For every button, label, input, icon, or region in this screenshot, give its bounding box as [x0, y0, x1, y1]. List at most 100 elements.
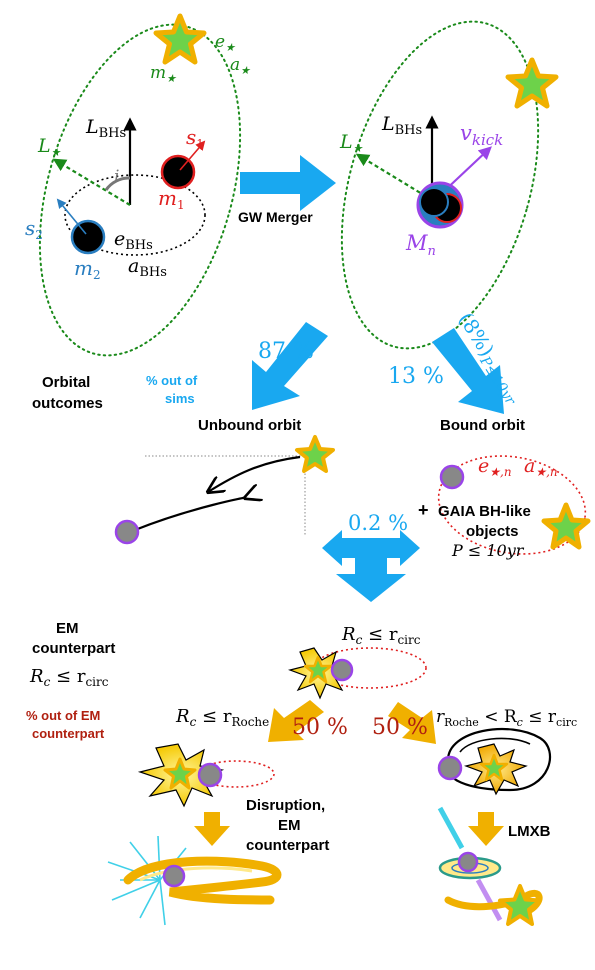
tde-stream	[123, 856, 282, 905]
unbound-orbit-scene	[114, 435, 335, 545]
lmxb-swirl	[445, 727, 552, 792]
label-disruption-2: EM	[278, 817, 301, 834]
label-pct-out-of-sims-2: sims	[165, 391, 195, 406]
svg-text:a★: a★	[230, 55, 251, 77]
svg-text:LBHs: LBHs	[85, 116, 126, 141]
star-companion-merged	[505, 57, 559, 109]
spin-s2-arrow	[56, 198, 87, 235]
label-pct-out-em-2: counterpart	[32, 726, 105, 741]
label-M-n: M	[405, 231, 428, 255]
svg-text:L★: L★	[37, 135, 62, 159]
tde-bh	[162, 864, 186, 888]
disruption-bh	[197, 762, 223, 788]
label-a-star: a	[230, 55, 240, 75]
label-m-star: m	[150, 63, 166, 83]
merge-to-em-arrow: 0.2 %	[322, 511, 420, 602]
svg-text:rRoche < Rc ≤ rcirc: rRoche < Rc ≤ rcirc	[436, 707, 577, 729]
lmxb-final-star	[498, 884, 542, 926]
label-rc-rcirc-top: R	[341, 624, 356, 645]
svg-text:m2: m2	[74, 256, 101, 282]
lmxb-precursor-scene	[437, 727, 552, 796]
label-rc-roche-left: R	[175, 706, 190, 727]
svg-text:s2: s2	[25, 216, 43, 242]
label-s2: s	[25, 216, 35, 240]
arrow-to-bound	[432, 328, 504, 414]
label-pct-out-of-sims-1: % out of	[146, 373, 198, 388]
star-companion	[153, 13, 207, 65]
arrow-to-tde	[194, 812, 230, 846]
disruption-scene	[137, 743, 275, 808]
lmxb-final-bh	[457, 851, 479, 873]
outer-orbit-ellipse-merged	[340, 20, 540, 350]
svg-text:Mn: Mn	[405, 231, 436, 259]
label-m2: m	[74, 256, 93, 280]
label-orbital-outcomes-2: outcomes	[32, 395, 103, 412]
label-L-star-merged: L	[339, 131, 353, 153]
bound-orbit-scene: e★,n a★,n + GAIA BH-like objects P ≤ 10y…	[418, 455, 591, 560]
outcome-branch-arrows: 87 % 13 % (8%)P≤10yr	[252, 308, 519, 414]
svg-text:aBHs: aBHs	[128, 255, 167, 280]
outer-orbit-ellipse	[38, 23, 242, 357]
label-pct-out-em-1: % out of EM	[26, 708, 100, 723]
label-unbound-orbit: Unbound orbit	[198, 417, 301, 434]
unbound-star	[295, 435, 335, 473]
label-gaia-1: GAIA BH-like	[438, 503, 531, 520]
label-rc-roche-right: r	[436, 707, 445, 727]
label-p-cond: P ≤ 10yr	[451, 541, 525, 560]
svg-text:s1: s1	[186, 125, 204, 151]
gw-merger-arrow	[240, 155, 336, 211]
label-orbital-outcomes-1: Orbital	[42, 374, 90, 391]
svg-text:Rc ≤ rcirc: Rc ≤ rcirc	[341, 624, 421, 647]
L-star-arrow-merged	[355, 153, 433, 201]
bh-m1	[160, 154, 196, 190]
lmxb-jet-down	[475, 878, 503, 922]
bh-m2	[70, 219, 106, 255]
label-a-bhs: a	[128, 255, 139, 277]
label-pct-13: 13 %	[388, 364, 444, 389]
svg-text:e★,n: e★,n	[478, 455, 512, 479]
disruption-orbit-ellipse	[197, 760, 275, 788]
arrow-to-lmxb-final	[468, 812, 504, 846]
label-em-counterpart-1: EM	[56, 620, 79, 637]
bound-orbit-ellipse	[437, 455, 587, 555]
svg-text:Rc ≤ rcirc: Rc ≤ rcirc	[29, 666, 109, 689]
unbound-trajectory-star	[208, 455, 301, 492]
svg-text:Rc ≤ rRoche: Rc ≤ rRoche	[175, 706, 269, 729]
label-gaia-plus: +	[418, 500, 429, 520]
bound-bh	[439, 464, 465, 490]
label-pct-50-right: 50 %	[372, 715, 428, 740]
roche-overflow-scene	[287, 647, 427, 700]
spin-s1-arrow	[179, 140, 206, 171]
svg-text:LBHs: LBHs	[381, 113, 422, 138]
label-e-bhs: e	[114, 228, 125, 250]
label-rc-rcirc-left: R	[29, 666, 44, 687]
svg-text:m1: m1	[158, 186, 185, 212]
label-e-star-n: e	[478, 455, 489, 477]
merge-arrow-shape	[322, 530, 420, 602]
inner-orbit-ellipse	[64, 174, 206, 256]
bound-star	[541, 502, 591, 550]
lmxb-bh	[437, 755, 463, 781]
svg-text:vkick: vkick	[460, 121, 503, 149]
tidal-disruption-final	[107, 835, 282, 926]
svg-text:L★: L★	[339, 131, 364, 155]
svg-text:eBHs: eBHs	[114, 228, 153, 253]
label-gw-merger: GW Merger	[238, 209, 313, 225]
merged-bh-blue	[419, 187, 449, 217]
svg-text:a★,n: a★,n	[524, 455, 558, 479]
label-disruption-1: Disruption,	[246, 797, 325, 814]
label-pct-50-left: 50 %	[292, 715, 348, 740]
label-m1: m	[158, 186, 177, 210]
label-v-kick: v	[460, 121, 472, 145]
panel-merged-system: LBHs L★ vkick Mn	[339, 20, 559, 350]
svg-text:e★: e★	[215, 32, 236, 54]
label-bound-orbit: Bound orbit	[440, 417, 525, 434]
unbound-bh	[114, 519, 140, 545]
label-L-bhs-merged: L	[381, 113, 395, 135]
lmxb-final	[437, 806, 543, 926]
label-pct-87: 87 %	[258, 339, 314, 364]
label-gaia-2: objects	[466, 523, 519, 540]
gw-merger-transition: GW Merger	[238, 155, 336, 225]
arrow-to-lmxb	[388, 702, 436, 744]
